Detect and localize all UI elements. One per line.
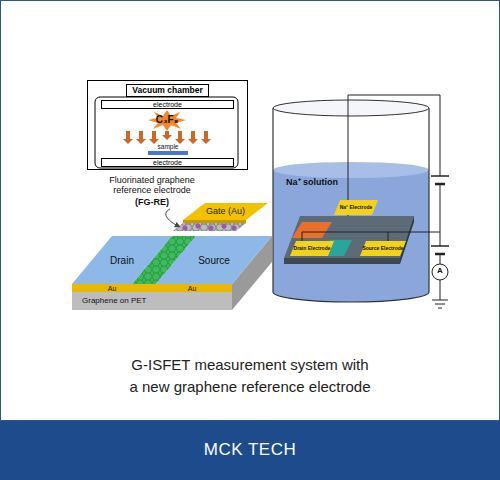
node-text: Vacuum chamber xyxy=(126,84,208,97)
electrode-bar: electrode xyxy=(101,158,234,167)
node-text: Drain Electrode xyxy=(294,246,331,252)
shape-fill xyxy=(334,200,378,215)
substrate-label: Graphene on PET xyxy=(82,296,182,305)
shape-fill xyxy=(290,241,334,256)
gas-label: C₃F₈ xyxy=(147,114,187,126)
shape-fill xyxy=(72,236,172,284)
beaker: Na⁺ solutionNa⁺ ElectrodeDrain Electrode… xyxy=(272,100,430,305)
sample-label: sample xyxy=(150,143,186,150)
au-label: Au xyxy=(180,285,204,293)
electrode-bar: electrode xyxy=(101,100,234,109)
shape-fill xyxy=(156,236,272,284)
gate-electrode: Gate (Au) xyxy=(183,203,268,220)
node-text: Na⁺ Electrode xyxy=(340,205,373,211)
node-text: MCK TECH xyxy=(204,441,296,460)
fgre-abbrev: (FG-RE) xyxy=(122,197,182,207)
source-electrode: Source Electrode xyxy=(360,241,406,256)
node-text: Source Electrode xyxy=(362,246,403,252)
na-electrode: Na⁺ Electrode xyxy=(334,200,378,215)
node-text: Drain xyxy=(110,255,134,266)
drain-electrode: Drain Electrode xyxy=(290,241,334,256)
caption: G-ISFET measurement system with a new gr… xyxy=(85,354,415,398)
fgre-label: Fluorinated graphene reference electrode xyxy=(92,175,212,196)
drain-region: Drain xyxy=(72,236,172,284)
shape-fill xyxy=(360,241,406,256)
ammeter-label: A xyxy=(434,266,446,275)
node-text: Na⁺ solution xyxy=(286,178,338,188)
footer-band: MCK TECH xyxy=(0,421,500,480)
node-text: Gate (Au) xyxy=(206,207,245,217)
au-label: Au xyxy=(100,285,124,293)
shape-fill xyxy=(183,203,268,220)
node-text: Source xyxy=(198,255,230,266)
source-region: Source xyxy=(156,236,272,284)
node-text: electrode xyxy=(153,101,182,109)
node-text: electrode xyxy=(153,159,182,167)
